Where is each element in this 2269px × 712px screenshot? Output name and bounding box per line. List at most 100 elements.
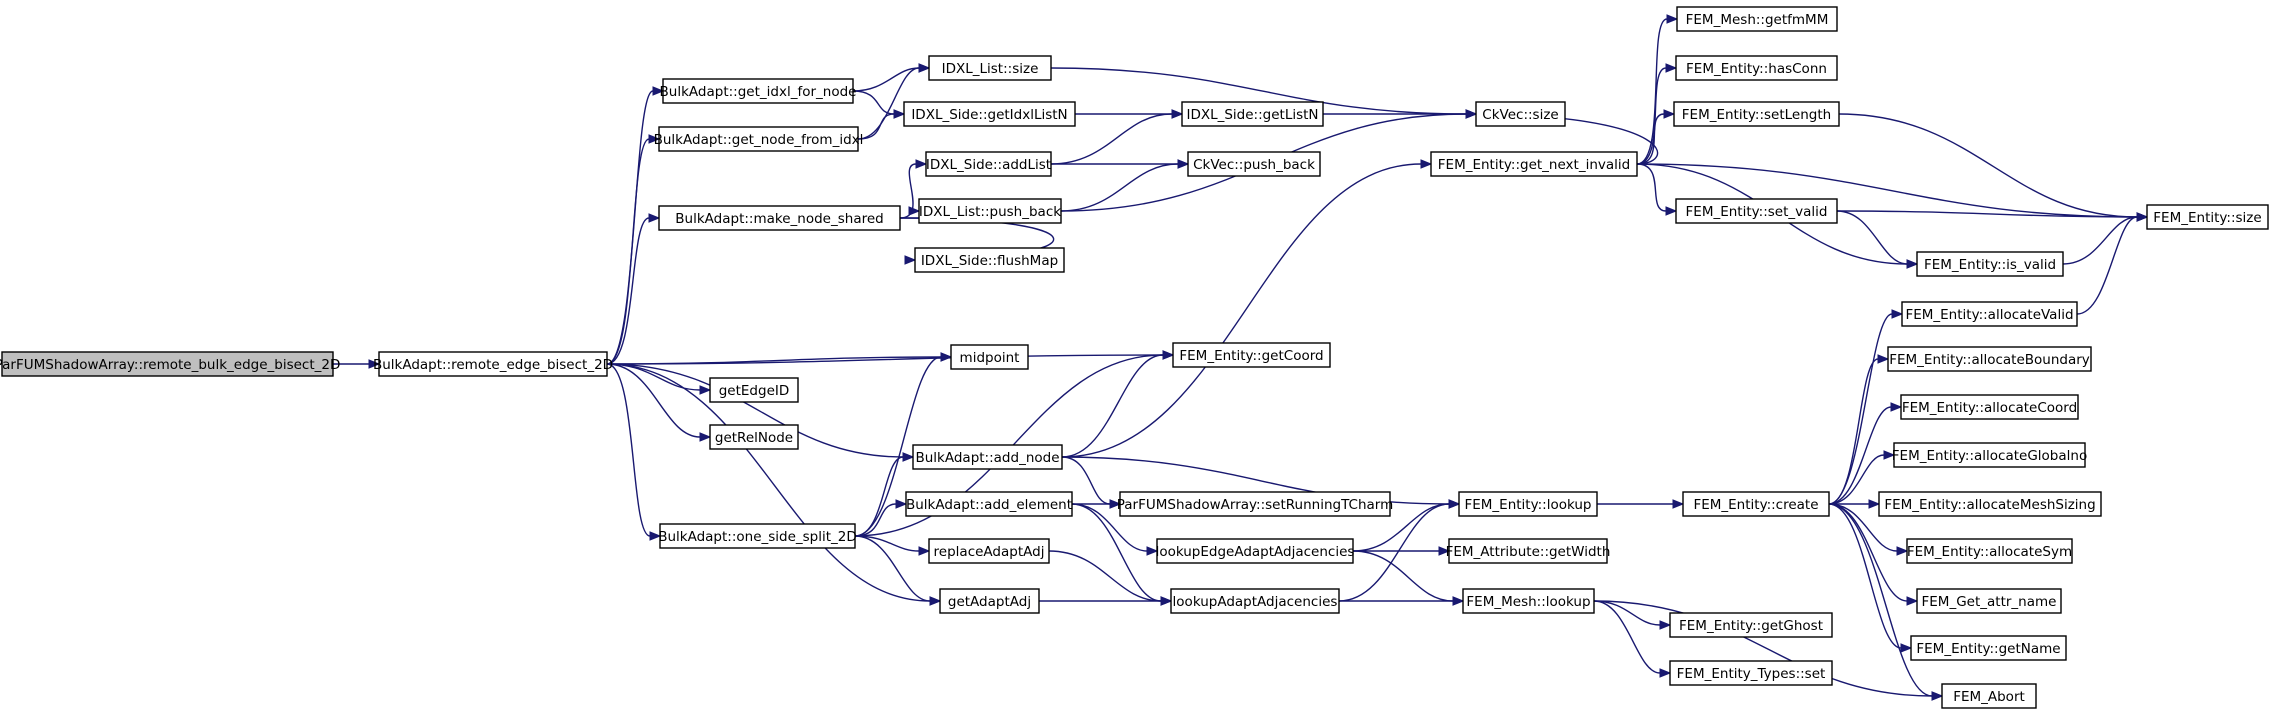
node-gnfi[interactable]: BulkAdapt::get_node_from_idxl xyxy=(654,126,864,152)
node-fehc[interactable]: FEM_Entity::hasConn xyxy=(1675,55,1838,81)
arrowhead-icon xyxy=(1448,499,1461,509)
edge-line xyxy=(606,217,650,365)
edge-line xyxy=(854,456,904,537)
node-isal[interactable]: IDXL_Side::addList xyxy=(925,151,1052,177)
edge-gnfi-to-ilsize xyxy=(857,63,931,140)
node-label: CkVec::push_back xyxy=(1193,157,1315,173)
node-label: FEM_Entity::getGhost xyxy=(1679,618,1823,634)
edge-line xyxy=(1828,503,1898,552)
node-box xyxy=(1887,346,2092,372)
arrowhead-icon xyxy=(699,385,712,395)
node-pfsrt[interactable]: ParFUMShadowArray::setRunningTCharm xyxy=(1117,491,1394,517)
node-box xyxy=(1448,538,1608,564)
arrowhead-icon xyxy=(1177,159,1190,169)
node-box xyxy=(1,351,334,377)
edge-reb-to-gifn xyxy=(606,86,665,365)
node-mns[interactable]: BulkAdapt::make_node_shared xyxy=(658,205,901,231)
node-label: IDXL_Side::flushMap xyxy=(921,253,1058,269)
node-fecreate[interactable]: FEM_Entity::create xyxy=(1682,491,1830,517)
node-label: BulkAdapt::get_node_from_idxl xyxy=(654,132,864,148)
edge-line xyxy=(899,163,917,219)
node-fagw[interactable]: FEM_Attribute::getWidth xyxy=(1446,538,1611,564)
edge-fesv-to-feiv xyxy=(1836,210,1919,269)
edge-line xyxy=(606,356,942,365)
arrowhead-icon xyxy=(1452,596,1465,606)
node-fegni[interactable]: FEM_Entity::get_next_invalid xyxy=(1430,151,1638,177)
node-leaa[interactable]: lookupEdgeAdaptAdjacencies xyxy=(1156,538,1355,564)
edge-line xyxy=(1061,456,1111,505)
node-feiv[interactable]: FEM_Entity::is_valid xyxy=(1916,251,2064,277)
node-fets[interactable]: FEM_Entity_Types::set xyxy=(1669,660,1833,686)
node-feac[interactable]: FEM_Entity::allocateCoord xyxy=(1900,394,2079,420)
node-oss[interactable]: BulkAdapt::one_side_split_2D xyxy=(658,523,857,549)
node-box xyxy=(658,205,901,231)
edge-line xyxy=(852,67,920,92)
node-cksize[interactable]: CkVec::size xyxy=(1475,101,1566,127)
edge-ilpb-to-ckpb xyxy=(1060,159,1190,212)
node-label: ParFUMShadowArray::setRunningTCharm xyxy=(1117,497,1394,513)
node-feas[interactable]: FEM_Entity::allocateSym xyxy=(1906,538,2073,564)
arrowhead-icon xyxy=(1663,109,1676,119)
node-label: getAdaptAdj xyxy=(948,594,1031,610)
node-box xyxy=(1430,151,1638,177)
node-feams[interactable]: FEM_Entity::allocateMeshSizing xyxy=(1878,491,2102,517)
node-label: BulkAdapt::remote_edge_bisect_2D xyxy=(373,357,613,373)
node-box xyxy=(918,198,1062,224)
node-fabort[interactable]: FEM_Abort xyxy=(1941,683,2037,709)
node-root[interactable]: ParFUMShadowArray::remote_bulk_edge_bise… xyxy=(0,351,340,377)
node-fesize[interactable]: FEM_Entity::size xyxy=(2146,204,2269,230)
node-ilsize[interactable]: IDXL_List::size xyxy=(928,55,1052,81)
edge-line xyxy=(857,67,920,140)
node-raa[interactable]: replaceAdaptAdj xyxy=(928,538,1050,564)
node-fmgf[interactable]: FEM_Mesh::getfmMM xyxy=(1676,6,1838,32)
node-isfm[interactable]: IDXL_Side::flushMap xyxy=(914,247,1065,273)
node-label: BulkAdapt::add_node xyxy=(915,450,1059,466)
node-laa[interactable]: lookupAdaptAdjacencies xyxy=(1170,588,1340,614)
node-fesv[interactable]: FEM_Entity::set_valid xyxy=(1675,198,1838,224)
node-midpoint[interactable]: midpoint xyxy=(950,344,1029,370)
node-label: getEdgeID xyxy=(719,383,790,399)
node-box xyxy=(1682,491,1830,517)
node-fmlookup[interactable]: FEM_Mesh::lookup xyxy=(1462,588,1595,614)
node-label: FEM_Entity::allocateValid xyxy=(1905,307,2073,323)
node-feav[interactable]: FEM_Entity::allocateValid xyxy=(1901,301,2078,327)
node-geteid[interactable]: getEdgeID xyxy=(709,377,799,403)
edge-line xyxy=(1828,503,1902,649)
arrowhead-icon xyxy=(1906,259,1919,269)
node-label: FEM_Mesh::lookup xyxy=(1466,594,1590,610)
arrowhead-icon xyxy=(1146,546,1159,556)
node-isgln[interactable]: IDXL_Side::getListN xyxy=(1181,101,1324,127)
node-box xyxy=(659,523,856,549)
edge-line xyxy=(854,535,920,552)
node-box xyxy=(905,491,1073,517)
node-box xyxy=(1676,6,1838,32)
node-fesl[interactable]: FEM_Entity::setLength xyxy=(1673,101,1840,127)
node-isgiln[interactable]: IDXL_Side::getIdxlListN xyxy=(903,101,1076,127)
node-addnode[interactable]: BulkAdapt::add_node xyxy=(912,444,1063,470)
node-felookup[interactable]: FEM_Entity::lookup xyxy=(1458,491,1598,517)
node-reb[interactable]: BulkAdapt::remote_edge_bisect_2D xyxy=(373,351,613,377)
node-label: FEM_Entity::allocateCoord xyxy=(1902,400,2077,416)
node-ilpb[interactable]: IDXL_List::push_back xyxy=(918,198,1062,224)
arrowhead-icon xyxy=(1890,402,1903,412)
node-gaa[interactable]: getAdaptAdj xyxy=(939,588,1040,614)
node-fegg[interactable]: FEM_Entity::getGhost xyxy=(1669,612,1833,638)
node-fegn[interactable]: FEM_Entity::getName xyxy=(1910,635,2067,661)
node-box xyxy=(662,78,854,104)
node-getrel[interactable]: getRelNode xyxy=(709,424,799,450)
node-box xyxy=(1878,491,2102,517)
node-feab[interactable]: FEM_Entity::allocateBoundary xyxy=(1887,346,2092,372)
node-ckpb[interactable]: CkVec::push_back xyxy=(1187,151,1321,177)
node-addel[interactable]: BulkAdapt::add_element xyxy=(905,491,1073,517)
node-fegc[interactable]: FEM_Entity::getCoord xyxy=(1172,342,1331,368)
edge-mns-to-isal xyxy=(899,159,928,219)
arrowhead-icon xyxy=(908,206,921,216)
node-fgan[interactable]: FEM_Get_attr_name xyxy=(1916,588,2062,614)
node-gifn[interactable]: BulkAdapt::get_idxl_for_node xyxy=(660,78,857,104)
node-box xyxy=(903,101,1076,127)
node-feag[interactable]: FEM_Entity::allocateGlobalno xyxy=(1892,442,2087,468)
edge-root-to-reb xyxy=(333,359,381,369)
arrowhead-icon xyxy=(648,134,661,144)
node-label: lookupEdgeAdaptAdjacencies xyxy=(1156,544,1355,560)
